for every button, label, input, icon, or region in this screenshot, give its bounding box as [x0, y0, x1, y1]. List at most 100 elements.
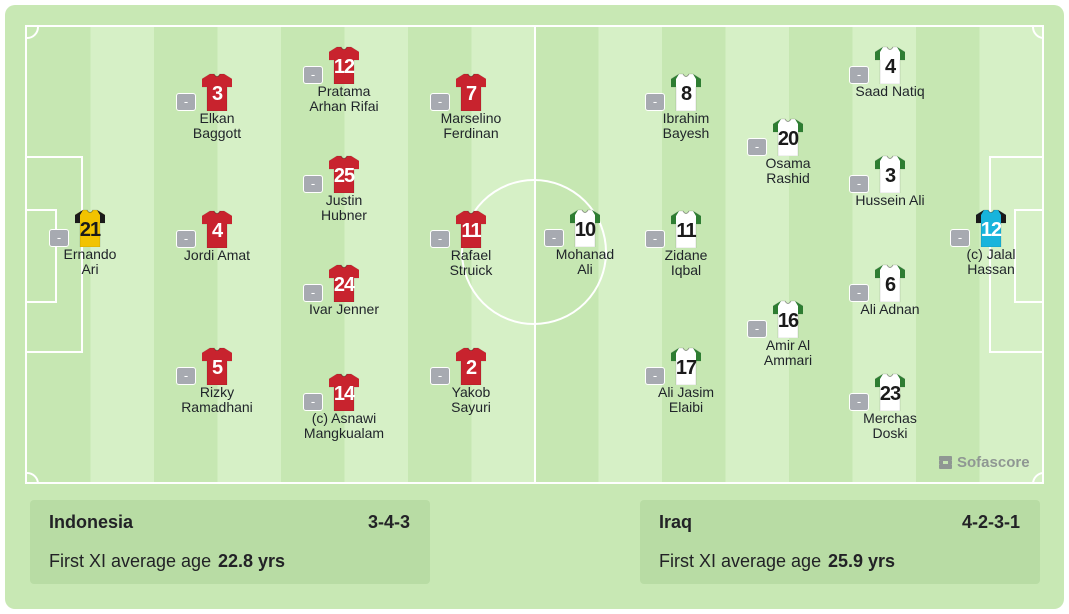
away-team-panel: Iraq 4-2-3-1 First XI average age 25.9 y… [640, 500, 1040, 584]
center-circle [461, 179, 607, 325]
corner-arc-br [1032, 472, 1042, 482]
jersey-number: 4 [211, 220, 223, 242]
jersey-number: 24 [333, 274, 355, 296]
jersey-icon: 25 [329, 155, 359, 193]
jersey-icon: 24 [329, 264, 359, 302]
rating-badge: - [49, 229, 69, 247]
left-penalty-box [27, 156, 83, 353]
jersey-icon: 3 [875, 155, 905, 193]
rating-badge: - [430, 93, 450, 111]
jersey-shape-icon [329, 373, 359, 411]
rating-badge: - [176, 367, 196, 385]
jersey-number: 2 [465, 357, 477, 379]
jersey-icon: 11 [671, 210, 701, 248]
rating-badge: - [303, 66, 323, 84]
jersey-icon: 8 [671, 73, 701, 111]
jersey-icon: 4 [875, 46, 905, 84]
corner-arc-bl [27, 472, 39, 482]
jersey-icon: 11 [456, 210, 486, 248]
home-average-age-label: First XI average age [49, 551, 212, 571]
rating-badge: - [303, 284, 323, 302]
rating-badge: - [303, 175, 323, 193]
jersey-number: 16 [777, 310, 799, 332]
jersey-number: 6 [884, 274, 896, 296]
jersey-shape-icon [671, 347, 701, 385]
home-team-panel: Indonesia 3-4-3 First XI average age 22.… [30, 500, 430, 584]
jersey-icon: 10 [570, 209, 600, 247]
jersey-icon: 14 [329, 373, 359, 411]
jersey-shape-icon [456, 73, 486, 111]
jersey-icon: 16 [773, 300, 803, 338]
jersey-icon: 5 [202, 347, 232, 385]
rating-badge: - [849, 175, 869, 193]
rating-badge: - [645, 367, 665, 385]
right-penalty-box [989, 156, 1042, 353]
away-team-name: Iraq [659, 512, 693, 532]
jersey-shape-icon [773, 300, 803, 338]
player-name[interactable]: Saad Natiq [855, 83, 925, 99]
right-goal-box [1014, 209, 1042, 303]
player-name[interactable]: Hussein Ali [855, 192, 925, 208]
player-name[interactable]: Jordi Amat [183, 247, 251, 263]
jersey-icon: 3 [202, 73, 232, 111]
jersey-number: 7 [465, 83, 477, 105]
jersey-shape-icon [875, 373, 905, 411]
jersey-number: 3 [211, 83, 223, 105]
jersey-number: 12 [980, 219, 1002, 241]
jersey-number: 25 [333, 165, 355, 187]
rating-badge: - [849, 284, 869, 302]
jersey-number: 11 [676, 220, 696, 242]
jersey-icon: 12 [976, 209, 1006, 247]
rating-badge: - [849, 393, 869, 411]
jersey-shape-icon [976, 209, 1006, 247]
jersey-shape-icon [329, 264, 359, 302]
home-average-age-value: 22.8 yrs [218, 551, 286, 571]
sofascore-logo-icon [939, 456, 952, 469]
rating-badge: - [950, 229, 970, 247]
jersey-number: 21 [79, 219, 101, 241]
player-name[interactable]: Ivar Jenner [308, 301, 380, 317]
jersey-icon: 23 [875, 373, 905, 411]
rating-badge: - [303, 393, 323, 411]
jersey-icon: 20 [773, 118, 803, 156]
player-name[interactable]: Ali Adnan [860, 301, 920, 317]
jersey-shape-icon [202, 73, 232, 111]
jersey-shape-icon [773, 118, 803, 156]
away-average-age-value: 25.9 yrs [828, 551, 896, 571]
home-team-name: Indonesia [49, 512, 134, 532]
away-formation: 4-2-3-1 [961, 512, 1020, 532]
jersey-shape-icon [202, 210, 232, 248]
jersey-number: 3 [884, 165, 896, 187]
jersey-icon: 4 [202, 210, 232, 248]
jersey-shape-icon [456, 210, 486, 248]
jersey-icon: 17 [671, 347, 701, 385]
corner-arc-tl [27, 27, 39, 39]
jersey-shape-icon [671, 73, 701, 111]
jersey-number: 23 [879, 383, 901, 405]
left-goal-box [27, 209, 57, 303]
jersey-icon: 7 [456, 73, 486, 111]
jersey-shape-icon [875, 264, 905, 302]
rating-badge: - [544, 229, 564, 247]
corner-arc-tr [1032, 27, 1042, 39]
jersey-number: 11 [461, 220, 481, 242]
jersey-number: 10 [574, 219, 596, 241]
jersey-number: 8 [680, 83, 692, 105]
